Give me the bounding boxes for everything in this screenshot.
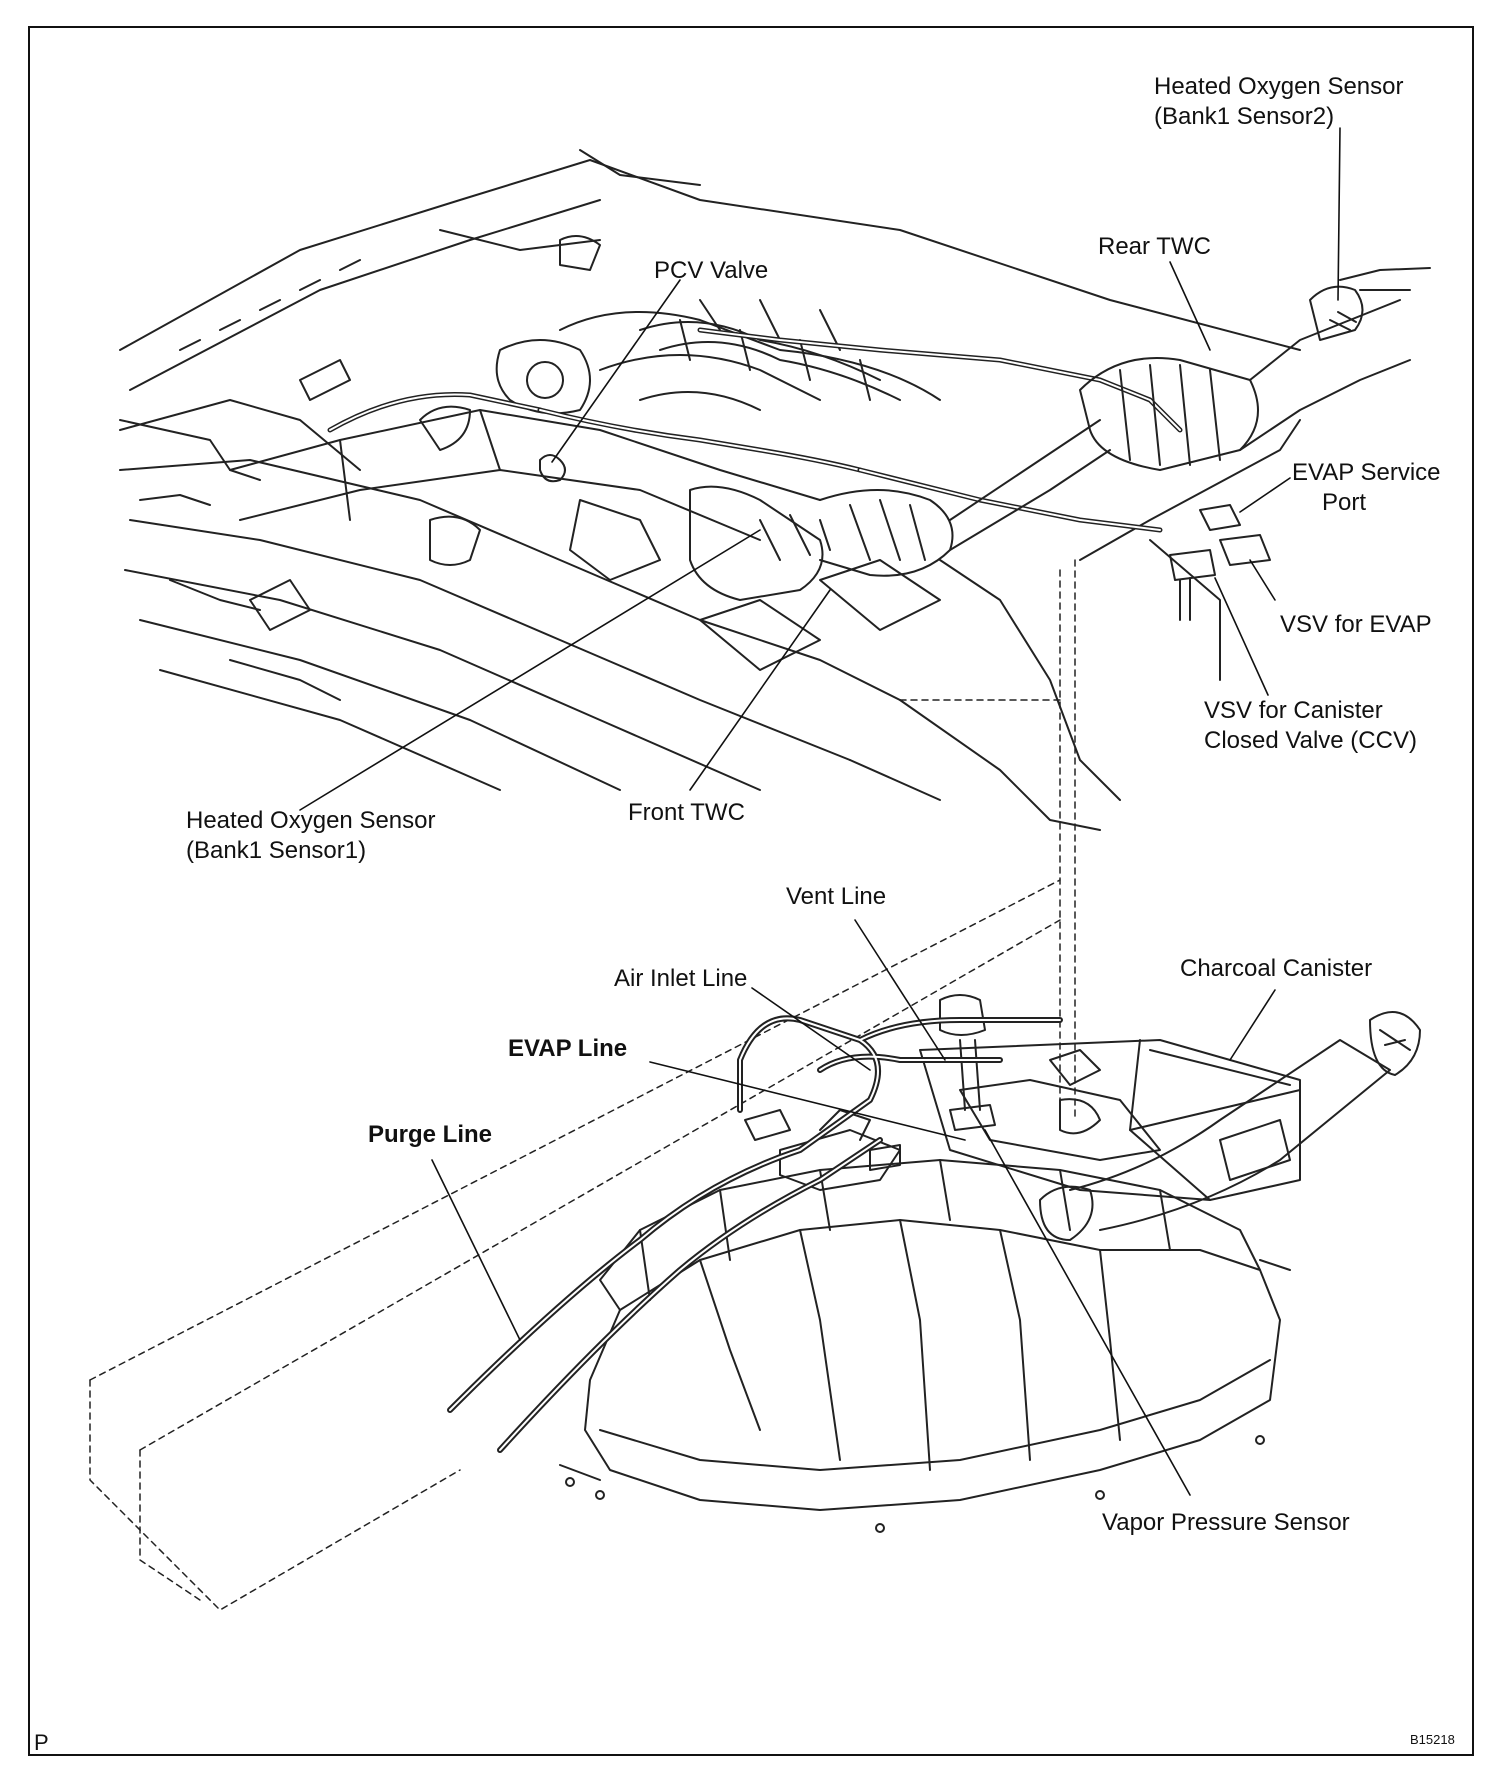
label-vent-line: Vent Line: [786, 883, 887, 910]
label-vapor-pressure-sensor: Vapor Pressure Sensor: [1102, 1509, 1350, 1536]
vehicle-outline-dashed: [89, 559, 1076, 1611]
leader-ho2s-bank1-sensor2: [1337, 127, 1341, 301]
leader-rear-twc: [1169, 261, 1211, 351]
leader-evap-service-port: [1239, 477, 1291, 513]
leader-purge-line: [431, 1159, 521, 1341]
leader-pcv-valve: [551, 279, 681, 463]
leader-charcoal-canister: [1229, 989, 1276, 1061]
label-charcoal-canister: Charcoal Canister: [1180, 955, 1373, 982]
label-vsv-ccv-line1: VSV for Canister: [1204, 697, 1383, 724]
label-pcv-valve: PCV Valve: [654, 257, 769, 284]
engine-bay-drawing: [119, 149, 1431, 831]
label-ho2s-bank1-sensor1-line2: (Bank1 Sensor1): [186, 837, 367, 864]
label-evap-service-port-line1: EVAP Service: [1292, 459, 1441, 486]
leader-vapor-pressure-sensor: [984, 1129, 1191, 1496]
label-evap-line: EVAP Line: [508, 1035, 628, 1062]
label-vsv-ccv: VSV for Canister Closed Valve (CCV): [1204, 696, 1417, 756]
label-air-inlet-line: Air Inlet Line: [614, 965, 748, 992]
label-front-twc: Front TWC: [628, 799, 745, 826]
label-ho2s-bank1-sensor2: Heated Oxygen Sensor (Bank1 Sensor2): [1154, 72, 1403, 132]
label-purge-line: Purge Line: [368, 1121, 493, 1148]
evap-line-tubes: [447, 1015, 1063, 1453]
leader-front-twc: [689, 589, 831, 791]
leader-evap-line: [649, 1061, 966, 1141]
diagram-frame: [28, 26, 1474, 1756]
figure-code: B15218: [1410, 1732, 1455, 1747]
leader-vsv-for-evap: [1249, 559, 1276, 601]
label-ho2s-bank1-sensor1: Heated Oxygen Sensor (Bank1 Sensor1): [186, 806, 435, 866]
corner-mark: P: [34, 1730, 49, 1755]
label-ho2s-bank1-sensor2-line1: Heated Oxygen Sensor: [1154, 73, 1404, 100]
leader-vent-line: [854, 919, 946, 1061]
label-ho2s-bank1-sensor2-line2: (Bank1 Sensor2): [1154, 103, 1335, 130]
label-evap-service-port: EVAP Service Port: [1292, 458, 1441, 518]
leader-vsv-ccv: [1214, 577, 1269, 696]
leader-ho2s-bank1-sensor1: [299, 529, 761, 811]
label-vsv-ccv-line2: Closed Valve (CCV): [1204, 727, 1417, 754]
label-vsv-for-evap: VSV for EVAP: [1280, 611, 1432, 638]
label-evap-service-port-line2: Port: [1322, 489, 1367, 516]
leader-air-inlet-line: [751, 987, 871, 1071]
label-ho2s-bank1-sensor1-line1: Heated Oxygen Sensor: [186, 807, 436, 834]
leader-lines: [299, 127, 1341, 1496]
label-rear-twc: Rear TWC: [1098, 233, 1211, 260]
